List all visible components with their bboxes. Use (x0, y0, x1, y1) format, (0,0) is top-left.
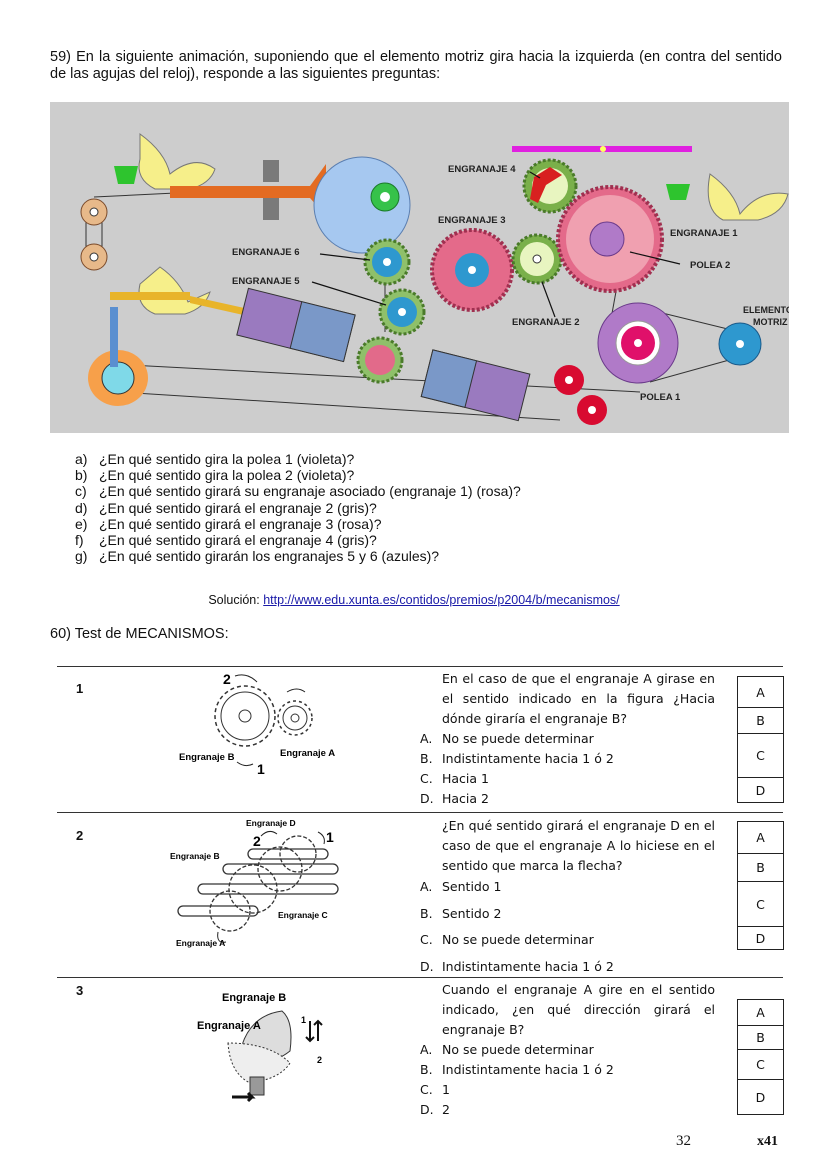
question-item: c)¿En qué sentido girará su engranaje as… (75, 483, 521, 500)
question-item: b)¿En qué sentido gira la polea 2 (viole… (75, 467, 355, 484)
table-rule (57, 977, 783, 978)
answer-box: A B C D (737, 821, 784, 950)
bevel-gear-figure: Engranaje B Engranaje A 1 2 (197, 992, 323, 1103)
answer-d[interactable]: D (755, 782, 766, 798)
table-rule (57, 812, 783, 813)
gear-pair-figure: 2 1 Engranaje B Engranaje A (179, 671, 335, 776)
solution-line: Solución: http://www.edu.xunta.es/contid… (0, 593, 828, 607)
fig1-num-1: 1 (257, 761, 265, 776)
answer-b[interactable]: B (738, 854, 783, 882)
item-number: 3 (76, 983, 84, 998)
fig2-label-a: Engranaje A (176, 938, 225, 948)
answer-c[interactable]: C (738, 1050, 783, 1080)
fig3-label-b: Engranaje B (222, 992, 286, 1004)
option: B.Indistintamente hacia 1 ó 2 (420, 1062, 614, 1077)
option: C.Hacia 1 (420, 771, 489, 786)
question-list: a)¿En qué sentido gira la polea 1 (viole… (75, 451, 521, 564)
option: D.Hacia 2 (420, 791, 489, 806)
label-engranaje-3: ENGRANAJE 3 (438, 215, 506, 226)
fig2-label-c: Engranaje C (278, 910, 328, 920)
option: B.Sentido 2 (420, 905, 502, 921)
answer-d[interactable]: D (755, 930, 766, 946)
option: C.1 (420, 1082, 450, 1097)
answer-c[interactable]: C (738, 734, 783, 778)
item-number: 2 (76, 828, 84, 843)
label-elemento: ELEMENTO (743, 305, 789, 315)
answer-b[interactable]: B (738, 1026, 783, 1050)
answer-c[interactable]: C (738, 882, 783, 927)
label-engranaje-6: ENGRANAJE 6 (232, 247, 300, 258)
question-59-text: 59) En la siguiente animación, suponiend… (50, 49, 782, 82)
fig2-label-d: Engranaje D (246, 818, 296, 828)
option: D.2 (420, 1102, 450, 1117)
question-item: e)¿En qué sentido girará el engranaje 3 … (75, 515, 382, 532)
answer-d[interactable]: D (755, 1089, 766, 1105)
label-engranaje-5: ENGRANAJE 5 (232, 276, 300, 287)
label-motriz: MOTRIZ (753, 317, 788, 327)
fig3-num-1: 1 (301, 1015, 306, 1025)
label-polea-1: POLEA 1 (640, 392, 681, 403)
option: B.Indistintamente hacia 1 ó 2 (420, 751, 614, 766)
mechanism-figure: ENGRANAJE 4 ENGRANAJE 3 ENGRANAJE 1 ENGR… (50, 102, 789, 433)
fig2-num-2: 2 (253, 833, 261, 849)
answer-box: A B C D (737, 999, 784, 1115)
item-number: 1 (76, 681, 84, 696)
option: D.Indistintamente hacia 1 ó 2 (420, 958, 614, 974)
item-options: A.No se puede determinar B.Indistintamen… (420, 1040, 614, 1120)
table-rule (57, 666, 783, 667)
item-question: ¿En qué sentido girará el engranaje D en… (442, 818, 715, 873)
page-number: 32 (676, 1133, 691, 1149)
solution-link[interactable]: http://www.edu.xunta.es/contidos/premios… (263, 593, 620, 607)
fig3-num-2: 2 (317, 1055, 322, 1065)
fig1-label-a: Engranaje A (280, 748, 335, 759)
question-item: d)¿En qué sentido girará el engranaje 2 … (75, 499, 377, 516)
question-item: f)¿En qué sentido girará el engranaje 4 … (75, 532, 377, 549)
solution-label: Solución: (208, 593, 264, 607)
option: A.No se puede determinar (420, 731, 594, 746)
option: A.No se puede determinar (420, 1042, 594, 1057)
item-question: En el caso de que el engranaje A girase … (442, 671, 715, 726)
fig2-label-b: Engranaje B (170, 851, 220, 861)
fig3-label-a: Engranaje A (197, 1020, 261, 1032)
label-engranaje-2: ENGRANAJE 2 (512, 317, 580, 328)
question-item: g)¿En qué sentido girarán los engranajes… (75, 548, 440, 565)
gear-train-figure: Engranaje D 2 1 Engranaje B Engranaje C … (170, 818, 339, 948)
item-options: A.Sentido 1 B.Sentido 2 C.No se puede de… (420, 874, 614, 980)
item-options: A.No se puede determinar B.Indistintamen… (420, 729, 614, 809)
answer-a[interactable]: A (738, 1000, 783, 1026)
label-polea-2: POLEA 2 (690, 260, 730, 271)
answer-box: A B C D (737, 676, 784, 803)
label-engranaje-1: ENGRANAJE 1 (670, 228, 738, 239)
question-60-title: 60) Test de MECANISMOS: (50, 626, 229, 642)
page-mark: x41 (757, 1134, 778, 1149)
answer-b[interactable]: B (738, 708, 783, 734)
option: A.Sentido 1 (420, 879, 502, 894)
fig1-num-2: 2 (223, 671, 231, 687)
label-engranaje-4: ENGRANAJE 4 (448, 164, 516, 175)
fig1-label-b: Engranaje B (179, 752, 235, 763)
item-question: Cuando el engranaje A gire en el sentido… (442, 982, 715, 1037)
answer-a[interactable]: A (738, 822, 783, 854)
fig2-num-1: 1 (326, 829, 334, 845)
option: C.No se puede determinar (420, 932, 594, 947)
question-item: a)¿En qué sentido gira la polea 1 (viole… (75, 451, 355, 467)
answer-a[interactable]: A (738, 677, 783, 708)
